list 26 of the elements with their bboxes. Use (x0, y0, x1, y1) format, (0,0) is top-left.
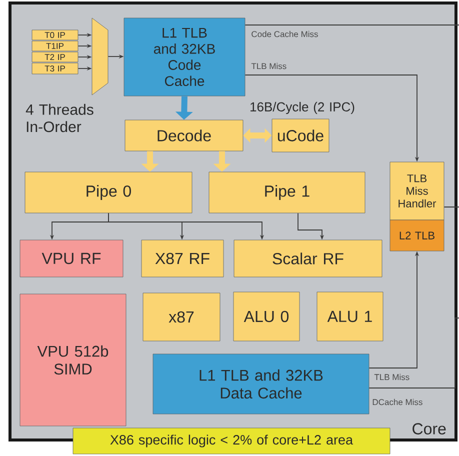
unit-box: ALU 0 (233, 292, 300, 342)
unit-box: VPU RF (20, 240, 124, 278)
connector-line (444, 206, 459, 208)
unit-box: Scalar RF (234, 240, 382, 278)
unit-box: L2 TLB (390, 220, 444, 252)
unit-box: Pipe 1 (208, 172, 366, 214)
unit-box: VPU 512b SIMD (20, 294, 126, 426)
annotation-text: 4 Threads In-Order (26, 104, 94, 132)
cache-box: L1 TLB and 32KB Code Cache (124, 18, 246, 96)
unit-box: Pipe 0 (24, 172, 192, 214)
unit-box: X87 RF (141, 240, 224, 278)
unit-box: TLB Miss Handler (390, 162, 444, 220)
connector-line (368, 318, 459, 388)
register-box: T0 IP (32, 30, 78, 40)
multiplexer-shape (92, 18, 108, 96)
register-box: T2 IP (32, 52, 78, 62)
connector-line (244, 24, 459, 26)
unit-box: x87 (142, 292, 220, 342)
cache-box: L1 TLB and 32KB Data Cache (152, 354, 370, 414)
register-box: T1IP (32, 40, 78, 52)
unit-box: uCode (272, 118, 330, 152)
note-banner: X86 specific logic < 2% of core+L2 area (72, 428, 390, 454)
annotation-text: 16B/Cycle (2 IPC) (250, 102, 354, 114)
register-box: T3 IP (32, 62, 78, 74)
unit-box: ALU 1 (316, 292, 384, 342)
unit-box: Decode (124, 120, 244, 152)
